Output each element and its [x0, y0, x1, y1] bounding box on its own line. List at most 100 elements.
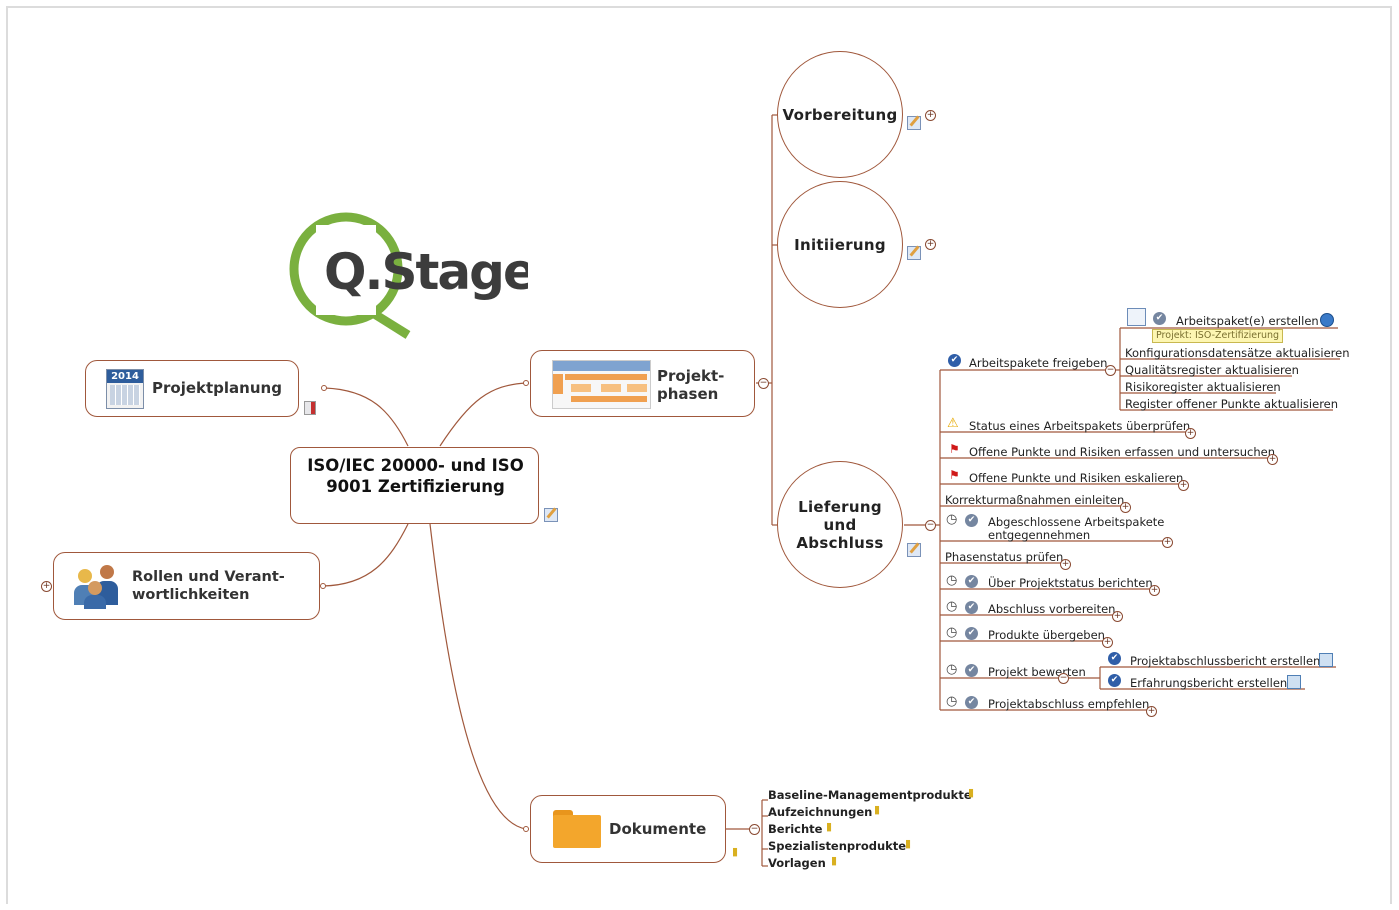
connector-dokumente — [429, 523, 527, 830]
task-icon: ✔ — [965, 601, 978, 614]
topic-projektphasen[interactable]: Projekt-phasen — [530, 350, 755, 417]
warning-icon: ⚠ — [947, 416, 959, 431]
expand-toggle[interactable]: + — [925, 239, 936, 250]
task-risikoregister[interactable]: Risikoregister aktualisieren — [1125, 380, 1281, 394]
task-projektabschlussbericht[interactable]: Projektabschlussbericht erstellen — [1130, 654, 1321, 668]
task-projektstatus[interactable]: Über Projektstatus berichten — [988, 576, 1153, 590]
calendar-year: 2014 — [107, 370, 143, 383]
collapse-toggle[interactable]: − — [758, 378, 769, 389]
task-icon: ✔ — [965, 696, 978, 709]
check-icon: ✔ — [948, 354, 961, 367]
folder-icon — [553, 810, 601, 848]
document-link-icon[interactable] — [1319, 653, 1333, 667]
central-topic-title: ISO/IEC 20000- und ISO 9001 Zertifizieru… — [307, 456, 524, 496]
expand-toggle[interactable]: + — [1185, 428, 1196, 439]
collapse-toggle[interactable]: − — [749, 824, 760, 835]
central-topic[interactable]: ISO/IEC 20000- und ISO 9001 Zertifizieru… — [290, 447, 539, 524]
task-icon: ✔ — [965, 575, 978, 588]
clock-icon: ◷ — [946, 625, 958, 640]
task-phasenstatus[interactable]: Phasenstatus prüfen — [945, 550, 1064, 564]
task-korrektur[interactable]: Korrekturmaßnahmen einleiten — [945, 493, 1125, 507]
topic-label: Dokumente — [609, 820, 707, 838]
phase-initiierung[interactable]: Initiierung — [777, 181, 903, 308]
clock-icon: ◷ — [946, 694, 958, 709]
task-projektabschluss-empfehlen[interactable]: Projektabschluss empfehlen — [988, 697, 1150, 711]
task-list-icon — [1127, 308, 1146, 326]
expand-toggle[interactable]: + — [1146, 706, 1157, 717]
doc-spezialistenprodukte[interactable]: Spezialistenprodukte — [768, 839, 907, 853]
phase-vorbereitung[interactable]: Vorbereitung — [777, 51, 903, 178]
topic-dokumente[interactable]: Dokumente — [530, 795, 726, 863]
attachment-icon[interactable]: ▮ — [905, 837, 912, 850]
task-status-pruefen[interactable]: Status eines Arbeitspakets überprüfen — [969, 419, 1191, 433]
task-icon: ✔ — [965, 627, 978, 640]
check-icon: ✔ — [1108, 674, 1121, 687]
task-arbeitspaket-erstellen[interactable]: Arbeitspaket(e) erstellen — [1176, 314, 1319, 328]
check-icon: ✔ — [1108, 652, 1121, 665]
attachment-icon[interactable]: ▮ — [968, 786, 975, 799]
collapse-toggle[interactable]: − — [1105, 365, 1116, 376]
task-erfahrungsbericht[interactable]: Erfahrungsbericht erstellen — [1130, 676, 1288, 690]
task-abschluss[interactable]: Abschluss vorbereiten — [988, 602, 1116, 616]
collapse-toggle[interactable]: − — [925, 520, 936, 531]
topic-label: Projektplanung — [152, 379, 282, 397]
phase-label: Vorbereitung — [782, 105, 898, 124]
task-register-offene-punkte[interactable]: Register offener Punkte aktualisieren — [1125, 397, 1339, 411]
topic-label: Projekt-phasen — [657, 367, 725, 403]
document-icon[interactable] — [304, 401, 316, 415]
connector-rollen — [322, 523, 409, 587]
phase-label: Initiierung — [794, 235, 886, 254]
task-offene-untersuchen[interactable]: Offene Punkte und Risiken erfassen und u… — [969, 445, 1276, 459]
clock-icon: ◷ — [946, 512, 958, 527]
clock-icon: ◷ — [946, 662, 958, 677]
task-abgeschlossene-line2[interactable]: entgegennehmen — [988, 528, 1091, 542]
attachment-icon[interactable]: ▮ — [732, 845, 739, 858]
connector-projektplanung — [324, 387, 409, 447]
clock-icon: ◷ — [946, 599, 958, 614]
task-projekt-bewerten[interactable]: Projekt bewerten — [988, 665, 1086, 679]
task-konfiguration[interactable]: Konfigurationsdatensätze aktualisieren — [1125, 346, 1350, 360]
logo-text: Q.Stage — [324, 243, 528, 301]
people-icon — [74, 563, 120, 609]
expand-toggle[interactable]: + — [41, 581, 52, 592]
task-icon: ✔ — [965, 514, 978, 527]
expand-toggle[interactable]: + — [1102, 637, 1113, 648]
note-icon[interactable] — [544, 508, 558, 522]
expand-toggle[interactable]: + — [1120, 502, 1131, 513]
web-link-icon[interactable] — [1320, 313, 1334, 327]
document-link-icon[interactable] — [1287, 675, 1301, 689]
attachment-icon[interactable]: ▮ — [826, 820, 833, 833]
note-icon[interactable] — [907, 116, 921, 130]
doc-baseline[interactable]: Baseline-Managementprodukte — [768, 788, 972, 802]
note-icon[interactable] — [907, 543, 921, 557]
collapse-toggle[interactable]: − — [1058, 673, 1069, 684]
red-flag-icon: ⚑ — [949, 442, 960, 456]
expand-toggle[interactable]: + — [1060, 559, 1071, 570]
expand-toggle[interactable]: + — [1162, 537, 1173, 548]
task-qualitaetsregister[interactable]: Qualitätsregister aktualisieren — [1125, 363, 1299, 377]
doc-berichte[interactable]: Berichte — [768, 822, 823, 836]
expand-toggle[interactable]: + — [1149, 585, 1160, 596]
expand-toggle[interactable]: + — [1267, 454, 1278, 465]
expand-toggle[interactable]: + — [925, 110, 936, 121]
task-arbeitspakete-freigeben[interactable]: Arbeitspakete freigeben — [969, 356, 1108, 370]
topic-projektplanung[interactable]: 2014 Projektplanung — [85, 360, 299, 417]
task-produkte[interactable]: Produkte übergeben — [988, 628, 1105, 642]
expand-toggle[interactable]: + — [1178, 480, 1189, 491]
doc-vorlagen[interactable]: Vorlagen — [768, 856, 826, 870]
expand-toggle[interactable]: + — [1112, 611, 1123, 622]
connector-projektphasen — [439, 382, 527, 447]
task-offene-eskalieren[interactable]: Offene Punkte und Risiken eskalieren — [969, 471, 1184, 485]
task-abgeschlossene-line1[interactable]: Abgeschlossene Arbeitspakete — [988, 515, 1165, 529]
topic-rollen[interactable]: Rollen und Verant-wortlichkeiten — [53, 552, 320, 620]
phase-label: Lieferung und Abschluss — [796, 497, 884, 552]
attachment-icon[interactable]: ▮ — [831, 854, 838, 867]
phase-diagram-icon — [552, 360, 651, 409]
attachment-icon[interactable]: ▮ — [874, 803, 881, 816]
note-icon[interactable] — [907, 246, 921, 260]
qstage-logo: Q.Stage — [289, 212, 528, 339]
doc-aufzeichnungen[interactable]: Aufzeichnungen — [768, 805, 873, 819]
clock-icon: ◷ — [946, 573, 958, 588]
phase-lieferung[interactable]: Lieferung und Abschluss — [777, 461, 903, 588]
